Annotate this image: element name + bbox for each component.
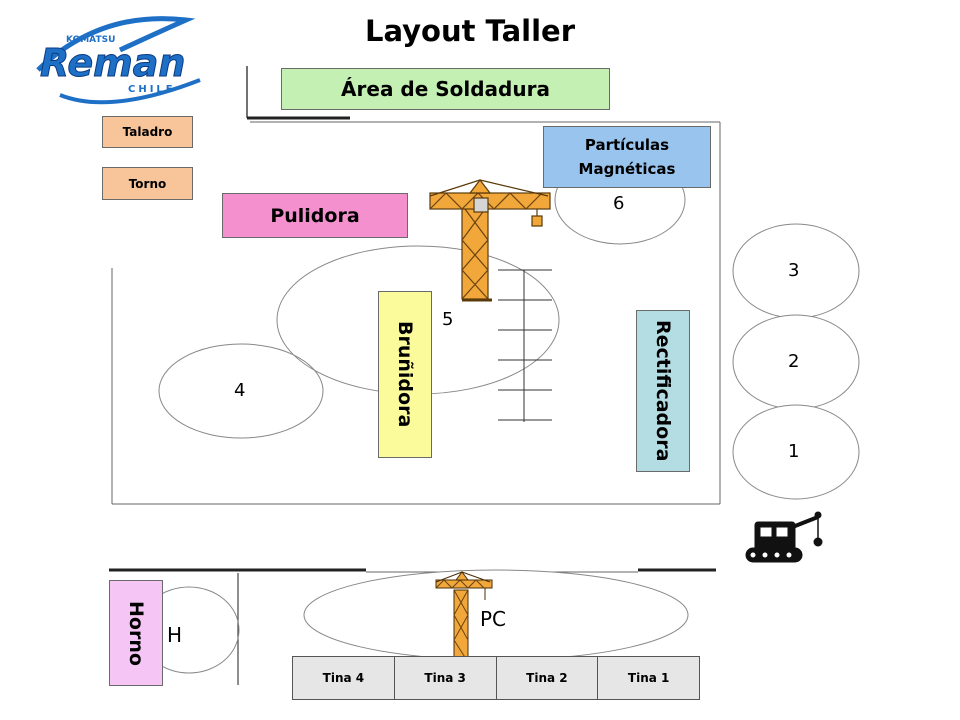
area-pulidora: Pulidora	[222, 193, 408, 238]
rail-track	[498, 269, 552, 422]
crane-icon	[435, 571, 493, 663]
tina-4: Tina 4	[293, 657, 395, 699]
crane-icon	[429, 179, 551, 302]
tina-1: Tina 1	[627, 671, 670, 685]
circle-4	[158, 343, 324, 439]
svg-text:Reman: Reman	[40, 41, 185, 85]
area-rectificadora: Rectificadora	[636, 310, 690, 472]
area-particulas-magneticas: Partículas Magnéticas	[543, 126, 711, 188]
label-3: 3	[788, 260, 800, 281]
svg-text:CHILE: CHILE	[128, 84, 176, 95]
label-h: H	[167, 623, 183, 647]
tina-3: Tina 3	[395, 657, 497, 699]
area-horno: Horno	[109, 580, 163, 686]
label-5: 5	[442, 309, 454, 330]
label-1: 1	[788, 441, 800, 462]
area-soldadura: Área de Soldadura	[281, 68, 610, 110]
area-torno: Torno	[102, 167, 193, 200]
label-6: 6	[613, 193, 625, 214]
area-brunidora: Bruñidora	[378, 291, 432, 458]
area-taladro: Taladro	[102, 116, 193, 148]
tina-2: Tina 2	[497, 657, 599, 699]
reman-logo: KOMATSU Reman CHILE	[36, 16, 201, 105]
label-2: 2	[788, 351, 800, 372]
crawler-crane-icon	[745, 511, 823, 563]
svg-text:KOMATSU: KOMATSU	[66, 35, 115, 45]
circle-1	[732, 404, 860, 500]
page-title: Layout Taller	[364, 14, 576, 48]
tinas-row: Tina 4 Tina 3 Tina 2 Tina 1	[292, 656, 700, 700]
label-pc: PC	[480, 607, 507, 631]
label-4: 4	[234, 380, 246, 401]
